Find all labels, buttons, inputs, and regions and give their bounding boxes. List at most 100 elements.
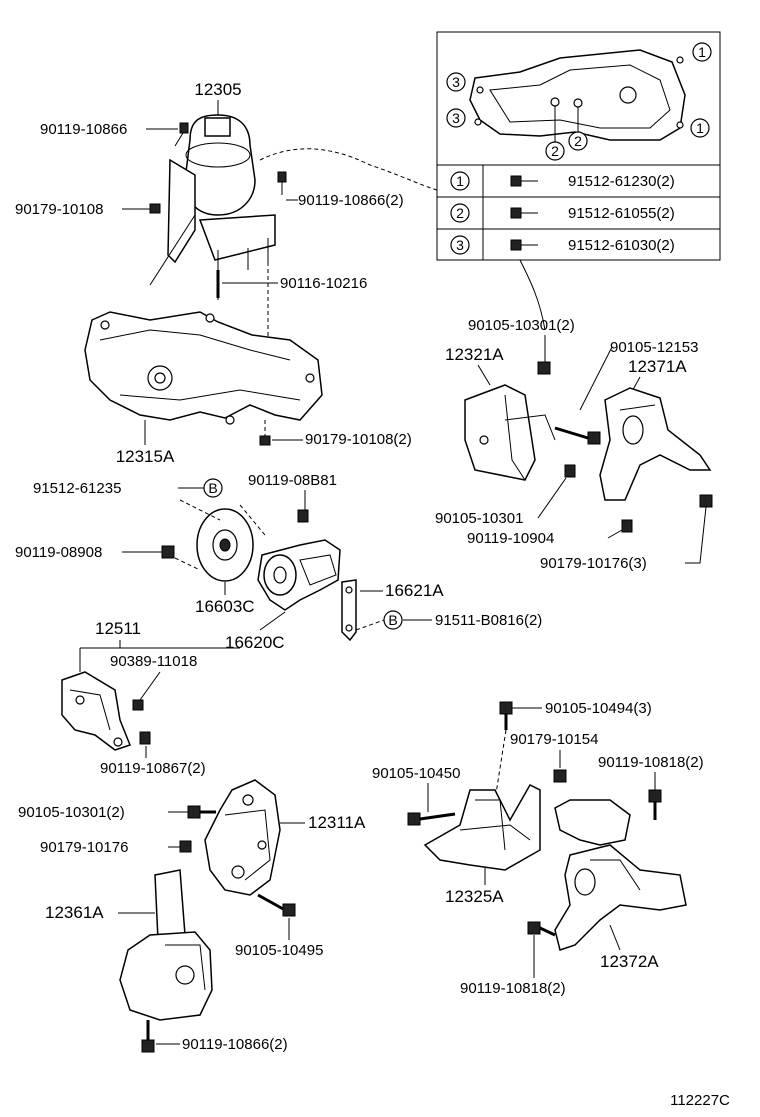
row-part-number: 91512-61230(2)	[568, 173, 675, 190]
mount-12372A	[554, 799, 687, 951]
nut-icon	[259, 435, 271, 446]
callout-label: 2	[551, 143, 559, 159]
bolt-icon	[257, 893, 296, 917]
label-90119-10867-2: 90119-10867(2)	[100, 760, 206, 777]
label-90179-10176: 90179-10176	[40, 839, 128, 856]
bolt-icon	[564, 464, 576, 478]
row-part-number: 91512-61030(2)	[568, 237, 675, 254]
bolt-icon	[537, 361, 551, 375]
bolt-icon	[527, 921, 556, 937]
label-90119-08B81: 90119-08B81	[248, 472, 337, 489]
bolt-icon	[648, 789, 662, 820]
marker-b-label: B	[208, 480, 217, 496]
label-12311A: 12311A	[308, 813, 366, 832]
callout-2-right: 2	[568, 131, 588, 151]
label-12371A: 12371A	[628, 357, 687, 376]
label-12305: 12305	[194, 80, 241, 99]
label-90119-10818-2-a: 90119-10818(2)	[598, 754, 704, 771]
label-90105-10494-3: 90105-10494(3)	[545, 700, 652, 717]
label-90119-10866: 90119-10866	[40, 121, 127, 138]
bolt-icon	[499, 701, 513, 730]
callout-3-bottom: 3	[446, 108, 466, 128]
label-90179-10108-2: 90179-10108(2)	[305, 431, 412, 448]
nut-icon	[553, 769, 567, 783]
bolt-icon	[161, 545, 175, 559]
inset-row-1: 1 91512-61230(2)	[450, 171, 675, 191]
case-outline	[469, 49, 686, 141]
bolt-icon	[510, 175, 522, 187]
callout-1-top: 1	[692, 42, 712, 62]
mount-12371A	[599, 387, 712, 501]
label-91511-B0816-2: 91511-B0816(2)	[435, 612, 542, 629]
label-16621A: 16621A	[385, 581, 444, 600]
plate-16621A	[341, 579, 357, 642]
tensioner-16620C	[257, 539, 341, 611]
callout-label: 3	[452, 74, 460, 90]
idler-pulley-16603C	[196, 508, 254, 582]
bracket-12325A	[423, 784, 541, 871]
label-90389-11018: 90389-11018	[110, 653, 197, 670]
inset-row-3: 3 91512-61030(2)	[450, 235, 675, 255]
row-key: 2	[456, 205, 464, 221]
label-90119-08908: 90119-08908	[15, 544, 102, 561]
label-90179-10108: 90179-10108	[15, 201, 103, 218]
bolt-icon	[510, 239, 522, 251]
figure-code: 112227C	[670, 1092, 730, 1109]
bolt-icon	[174, 122, 189, 147]
label-12361A: 12361A	[45, 903, 104, 922]
bolt-icon	[139, 731, 151, 745]
label-90119-10866-2-b: 90119-10866(2)	[182, 1036, 288, 1053]
bolt-icon	[297, 509, 309, 523]
marker-b-1: B	[203, 478, 223, 498]
bolt-icon	[621, 519, 633, 533]
callout-label: 3	[452, 110, 460, 126]
bracket-12311A	[204, 779, 281, 896]
bolt-icon	[407, 812, 456, 826]
label-90119-10904: 90119-10904	[467, 530, 554, 547]
label-90116-10216: 90116-10216	[280, 275, 367, 292]
row-part-number: 91512-61055(2)	[568, 205, 675, 222]
label-90105-10301-2-a: 90105-10301(2)	[18, 804, 125, 821]
callout-1-bottom: 1	[690, 118, 710, 138]
marker-b-2: B	[383, 610, 403, 630]
nut-icon	[179, 840, 192, 853]
bolt-icon	[187, 805, 216, 819]
bracket-12511	[61, 671, 131, 751]
label-90105-12153: 90105-12153	[610, 339, 698, 356]
callout-label: 2	[574, 133, 582, 149]
label-12372A: 12372A	[600, 952, 659, 971]
bolt-icon	[277, 171, 287, 195]
label-90105-10301: 90105-10301	[435, 510, 523, 527]
row-key: 3	[456, 237, 464, 253]
label-12315A: 12315A	[116, 447, 175, 466]
label-12321A: 12321A	[445, 345, 504, 364]
bracket-12315A	[84, 311, 323, 425]
label-91512-61235: 91512-61235	[33, 480, 121, 497]
nut-icon	[132, 699, 144, 711]
nut-icon	[149, 203, 161, 214]
row-key: 1	[456, 173, 464, 189]
bolt-icon	[141, 1020, 155, 1053]
label-12325A: 12325A	[445, 887, 504, 906]
inset-frame	[436, 31, 721, 261]
label-90105-10301-2-b: 90105-10301(2)	[468, 317, 575, 334]
callout-2-left: 2	[545, 141, 565, 161]
bolt-icon	[510, 207, 522, 219]
label-90105-10450: 90105-10450	[372, 765, 460, 782]
callout-label: 1	[696, 120, 704, 136]
engine-mount-12305	[149, 114, 276, 300]
label-90119-10866-2: 90119-10866(2)	[298, 192, 404, 209]
marker-b-label: B	[388, 612, 397, 628]
label-16603C: 16603C	[195, 597, 255, 616]
label-90119-10818-2-b: 90119-10818(2)	[460, 980, 566, 997]
label-90179-10176-3: 90179-10176(3)	[540, 555, 647, 572]
label-16620C: 16620C	[225, 633, 285, 652]
bracket-12321A	[464, 384, 556, 481]
fastener-inset: 1 1 3 3 2 2 1 91512-61230(2) 2	[436, 31, 721, 261]
inset-row-2: 2 91512-61055(2)	[450, 203, 675, 223]
nut-icon	[699, 494, 713, 508]
callout-label: 1	[698, 44, 706, 60]
mount-12361A	[119, 869, 213, 1021]
